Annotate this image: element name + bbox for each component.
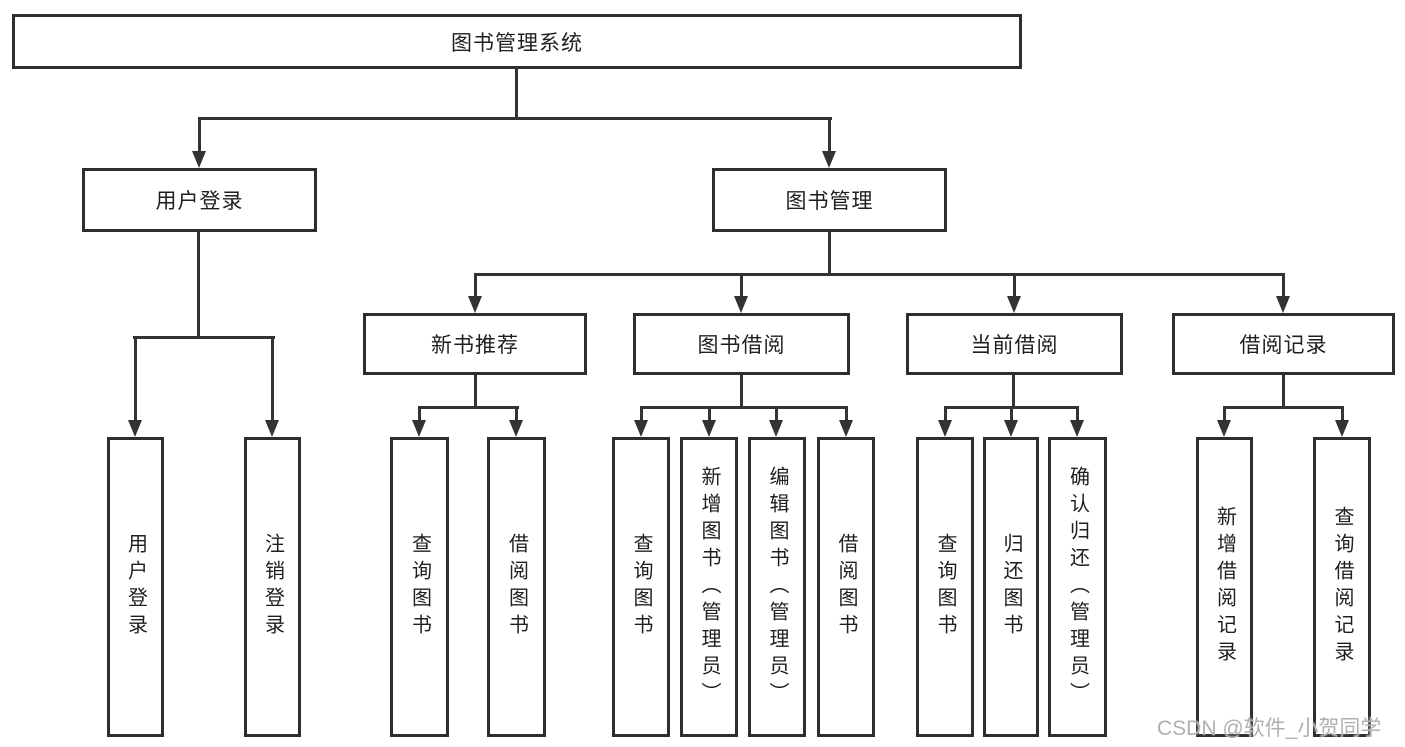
- node-borrow-books-leaf: 借阅图书: [817, 437, 875, 737]
- connector-login-leaf2-shaft: [271, 336, 274, 422]
- arrowhead-user-login-icon: [192, 151, 206, 168]
- node-library-system-label: 图书管理系统: [451, 31, 583, 55]
- node-edit-book-admin-label: 编辑图书（管理员）: [766, 465, 788, 709]
- connector-groupB-leaf1-shaft: [418, 406, 421, 422]
- node-current-borrowing: 当前借阅: [906, 313, 1123, 375]
- node-borrow-books-recommend-label: 借阅图书: [505, 533, 528, 641]
- node-library-system: 图书管理系统: [12, 14, 1022, 69]
- connector-user-login-stub: [197, 232, 200, 339]
- node-query-books-recommend-label: 查询图书: [408, 533, 431, 641]
- connector-groupD-leaf2-shaft: [1010, 406, 1013, 422]
- node-query-books-borrowing: 查询图书: [612, 437, 670, 737]
- node-book-borrowing-label: 图书借阅: [697, 334, 786, 357]
- node-user-login-label: 用户登录: [155, 190, 244, 213]
- connector-groupD-leaf1-shaft: [944, 406, 947, 422]
- connector-groupC-leaf3-shaft: [775, 406, 778, 422]
- node-new-book-recommend-label: 新书推荐: [431, 334, 519, 357]
- arrowhead-book-mgmt-icon: [822, 151, 836, 168]
- node-return-books-label: 归还图书: [1000, 533, 1022, 641]
- node-logout-label: 注销登录: [261, 533, 284, 641]
- arrowhead-groupC-leaf4-icon: [839, 420, 853, 437]
- node-add-book-admin: 新增图书（管理员）: [680, 437, 738, 737]
- connector-book-mgmt-shaft: [828, 117, 831, 153]
- arrowhead-groupD-leaf3-icon: [1070, 420, 1084, 437]
- node-user-login-leaf-label: 用户登录: [124, 533, 147, 641]
- arrowhead-current-borrow-icon: [1007, 296, 1021, 313]
- connector-groupC-leaf1-shaft: [640, 406, 643, 422]
- arrowhead-new-book-icon: [468, 296, 482, 313]
- connector-groupE-distributor: [1223, 406, 1344, 409]
- node-borrowing-records: 借阅记录: [1172, 313, 1395, 375]
- connector-level3-distributor: [474, 273, 1285, 276]
- connector-groupC-stub: [740, 375, 743, 409]
- arrowhead-book-borrow-icon: [734, 296, 748, 313]
- arrowhead-groupE-leaf2-icon: [1335, 420, 1349, 437]
- arrowhead-borrow-records-icon: [1276, 296, 1290, 313]
- node-query-books-borrowing-label: 查询图书: [630, 533, 652, 641]
- arrowhead-login-leaf1-icon: [128, 420, 142, 437]
- node-book-management-label: 图书管理: [785, 190, 874, 213]
- arrowhead-groupD-leaf2-icon: [1004, 420, 1018, 437]
- node-add-book-admin-label: 新增图书（管理员）: [698, 465, 720, 709]
- connector-groupC-leaf4-shaft: [845, 406, 848, 422]
- connector-root-stub: [515, 67, 518, 119]
- node-edit-book-admin: 编辑图书（管理员）: [748, 437, 806, 737]
- connector-login-group-distributor: [133, 336, 275, 339]
- connector-groupC-distributor: [640, 406, 848, 409]
- node-confirm-return-admin: 确认归还（管理员）: [1048, 437, 1107, 737]
- node-book-management: 图书管理: [712, 168, 947, 232]
- node-query-books-current: 查询图书: [916, 437, 974, 737]
- arrowhead-groupE-leaf1-icon: [1217, 420, 1231, 437]
- node-borrow-books-recommend: 借阅图书: [487, 437, 546, 737]
- arrowhead-groupB-leaf1-icon: [412, 420, 426, 437]
- arrowhead-login-leaf2-icon: [265, 420, 279, 437]
- connector-groupB-leaf2-shaft: [515, 406, 518, 422]
- connector-groupD-leaf3-shaft: [1076, 406, 1079, 422]
- node-user-login-leaf: 用户登录: [107, 437, 164, 737]
- node-query-books-current-label: 查询图书: [934, 533, 956, 641]
- connector-borrow-records-shaft: [1282, 273, 1285, 298]
- connector-book-mgmt-stub: [828, 232, 831, 276]
- connector-groupE-stub: [1282, 375, 1285, 409]
- node-query-borrow-record-label: 查询借阅记录: [1331, 506, 1353, 668]
- node-borrow-books-leaf-label: 借阅图书: [835, 533, 857, 641]
- node-new-book-recommend: 新书推荐: [363, 313, 587, 375]
- node-confirm-return-admin-label: 确认归还（管理员）: [1066, 465, 1089, 709]
- node-add-borrow-record-label: 新增借阅记录: [1213, 506, 1236, 668]
- connector-new-book-shaft: [474, 273, 477, 298]
- connector-groupC-leaf2-shaft: [708, 406, 711, 422]
- connector-groupB-distributor: [418, 406, 519, 409]
- node-query-books-recommend: 查询图书: [390, 437, 449, 737]
- arrowhead-groupC-leaf2-icon: [702, 420, 716, 437]
- connector-book-borrow-shaft: [740, 273, 743, 298]
- arrowhead-groupC-leaf1-icon: [634, 420, 648, 437]
- node-current-borrowing-label: 当前借阅: [970, 334, 1059, 357]
- arrowhead-groupC-leaf3-icon: [769, 420, 783, 437]
- node-user-login: 用户登录: [82, 168, 317, 232]
- connector-groupD-stub: [1012, 375, 1015, 409]
- connector-groupE-leaf1-shaft: [1223, 406, 1226, 422]
- connector-groupB-stub: [474, 375, 477, 409]
- node-query-borrow-record: 查询借阅记录: [1313, 437, 1371, 737]
- node-add-borrow-record: 新增借阅记录: [1196, 437, 1253, 737]
- connector-current-borrow-shaft: [1013, 273, 1016, 298]
- arrowhead-groupB-leaf2-icon: [509, 420, 523, 437]
- connector-level2-distributor: [198, 117, 832, 120]
- connector-groupE-leaf2-shaft: [1341, 406, 1344, 422]
- connector-login-leaf1-shaft: [134, 336, 137, 422]
- csdn-watermark: CSDN @软件_小贺同学: [1157, 717, 1382, 740]
- connector-user-login-shaft: [198, 117, 201, 153]
- node-logout: 注销登录: [244, 437, 301, 737]
- arrowhead-groupD-leaf1-icon: [938, 420, 952, 437]
- node-book-borrowing: 图书借阅: [633, 313, 850, 375]
- node-return-books: 归还图书: [983, 437, 1039, 737]
- node-borrowing-records-label: 借阅记录: [1239, 334, 1328, 357]
